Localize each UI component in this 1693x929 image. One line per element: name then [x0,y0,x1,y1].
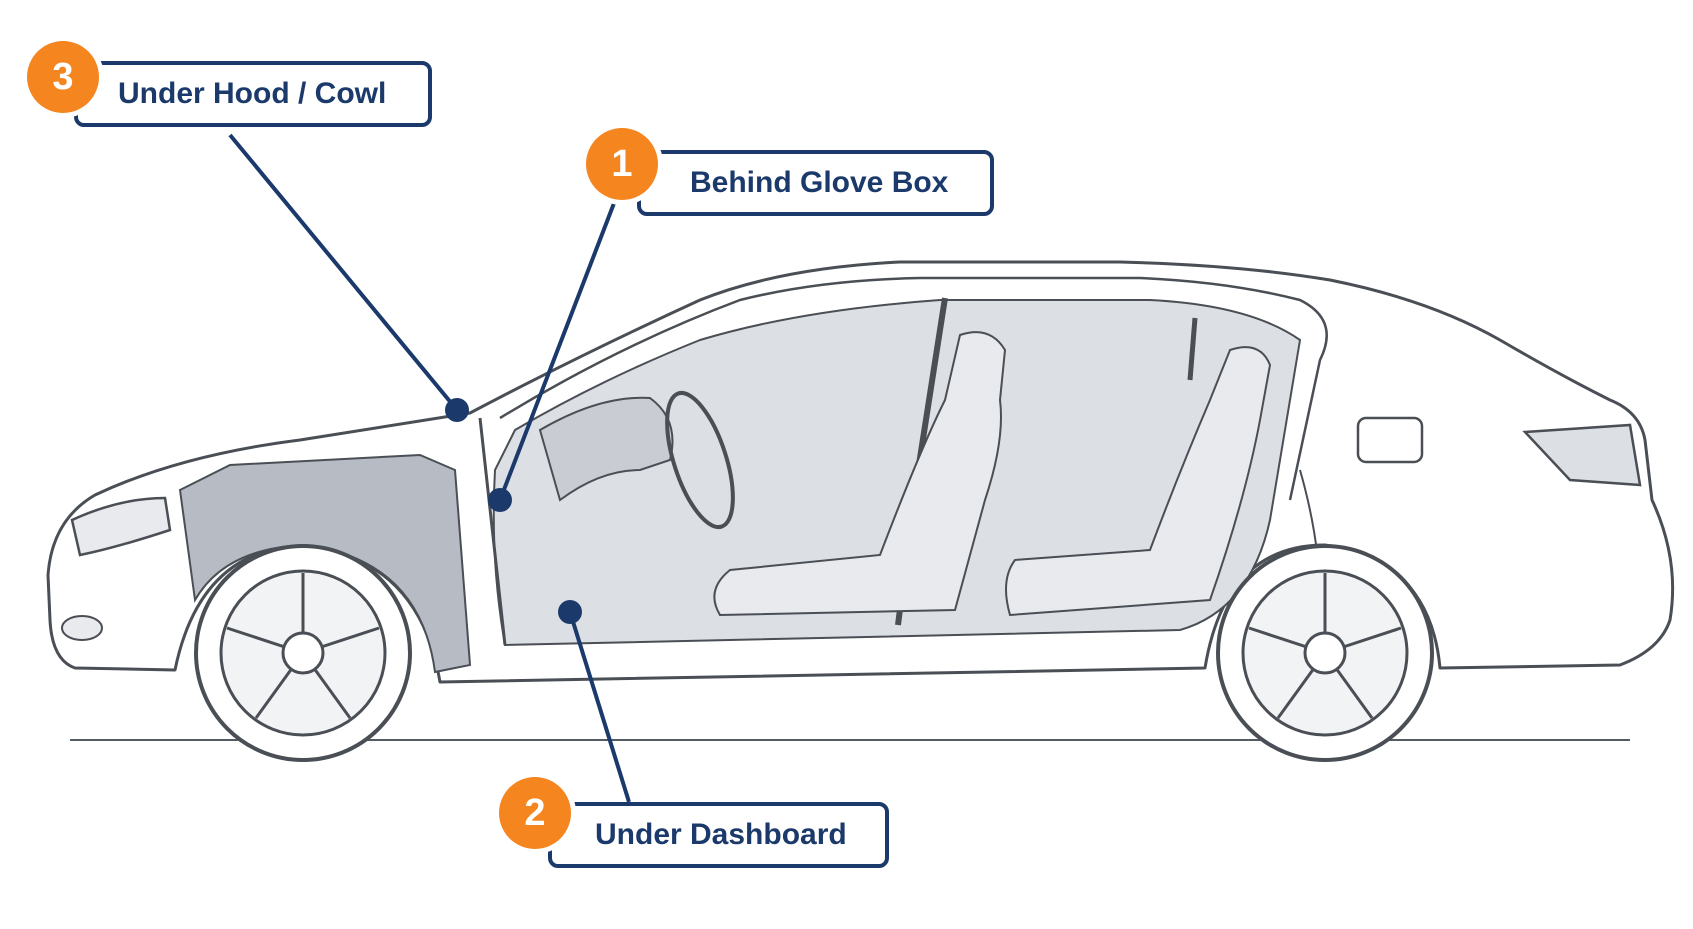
rear-seat [1005,346,1272,617]
target-dot-1 [488,488,512,512]
leader-line-2 [568,611,631,803]
callout-badge-3: 3 [27,41,99,113]
fog-light [61,615,103,641]
callout-label-text: Behind Glove Box [690,166,949,199]
callout-label-text: Under Hood / Cowl [118,77,387,110]
callout-badge-1: 1 [586,128,658,200]
leader-line-3 [228,133,459,412]
rear-wheel [1216,544,1434,762]
callout-label-behind-glove-box: Behind Glove Box [637,150,994,216]
callout-badge-2: 2 [499,777,571,849]
front-door-edge [478,417,507,646]
callout-number: 1 [611,142,633,185]
dashboard [538,396,674,502]
c-pillar-line [1187,317,1198,381]
front-wheel [194,544,412,762]
fuel-door [1356,416,1424,464]
target-dot-2 [558,600,582,624]
window-frame [499,276,1328,501]
steering-wheel [665,390,735,530]
taillight [1522,423,1642,487]
callout-label-under-dashboard: Under Dashboard [548,802,889,868]
target-dot-3 [445,398,469,422]
headlight [70,496,172,557]
callout-number: 3 [52,55,74,98]
callout-label-under-hood: Under Hood / Cowl [74,61,432,127]
callout-number: 2 [524,791,546,834]
callout-label-text: Under Dashboard [595,818,847,851]
front-seat [713,331,1007,617]
leader-line-1 [498,197,618,501]
